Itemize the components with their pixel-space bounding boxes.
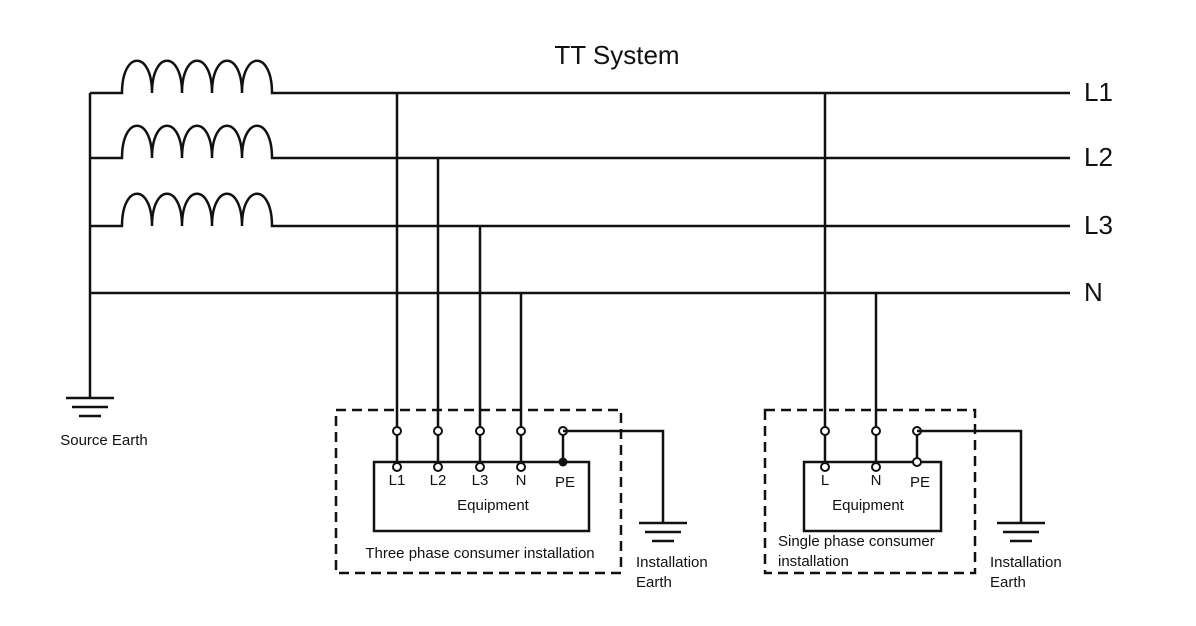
three-phase-installation: L1 L2 L3 N PE Equipment Three phase cons… (334, 93, 708, 591)
installation-earth-label-line1-single-phase: Installation (990, 554, 1062, 571)
source-earth-label: Source Earth (60, 432, 148, 449)
terminal-label-l: L (821, 472, 829, 489)
terminal-label-l3: L3 (472, 472, 489, 489)
three-phase-installation-label: Three phase consumer installation (365, 545, 594, 562)
single-phase-equipment-box (802, 460, 943, 533)
terminal-label-n: N (516, 472, 527, 489)
pe-conductor-single-phase (917, 429, 1023, 523)
source-earth-icon (66, 396, 114, 418)
bus-label-l2: L2 (1084, 142, 1113, 172)
three-phase-equipment-box (372, 460, 591, 533)
terminal-label-pe: PE (555, 474, 575, 491)
single-phase-installation-label-line1: Single phase consumer (778, 533, 935, 550)
installation-earth-single-phase-icon (997, 521, 1045, 543)
installation-earth-label-line2-three-phase: Earth (636, 574, 672, 591)
single-phase-installation-label-line2: installation (778, 553, 849, 570)
single-phase-equipment-label: Equipment (832, 497, 905, 514)
winding-l2-icon (90, 124, 1070, 160)
three-phase-equipment-label: Equipment (457, 497, 530, 514)
diagram-title: TT System (554, 40, 679, 70)
terminal-label-n-single: N (871, 472, 882, 489)
winding-l3-icon (90, 192, 1070, 228)
source-transformer (90, 59, 1070, 228)
installation-earth-label-line2-single-phase: Earth (990, 574, 1026, 591)
terminal-label-l1: L1 (389, 472, 406, 489)
single-phase-installation: L N PE Equipment Single phase consumer i… (763, 93, 1062, 591)
bus-label-l1: L1 (1084, 77, 1113, 107)
terminal-label-pe-single: PE (910, 474, 930, 491)
terminal-label-l2: L2 (430, 472, 447, 489)
installation-earth-three-phase-icon (639, 521, 687, 543)
installation-earth-label-line1-three-phase: Installation (636, 554, 708, 571)
bus-label-l3: L3 (1084, 210, 1113, 240)
bus-label-n: N (1084, 277, 1103, 307)
pe-conductor-three-phase (563, 429, 665, 523)
winding-l1-icon (90, 59, 1070, 95)
single-phase-installation-boundary (763, 408, 977, 575)
